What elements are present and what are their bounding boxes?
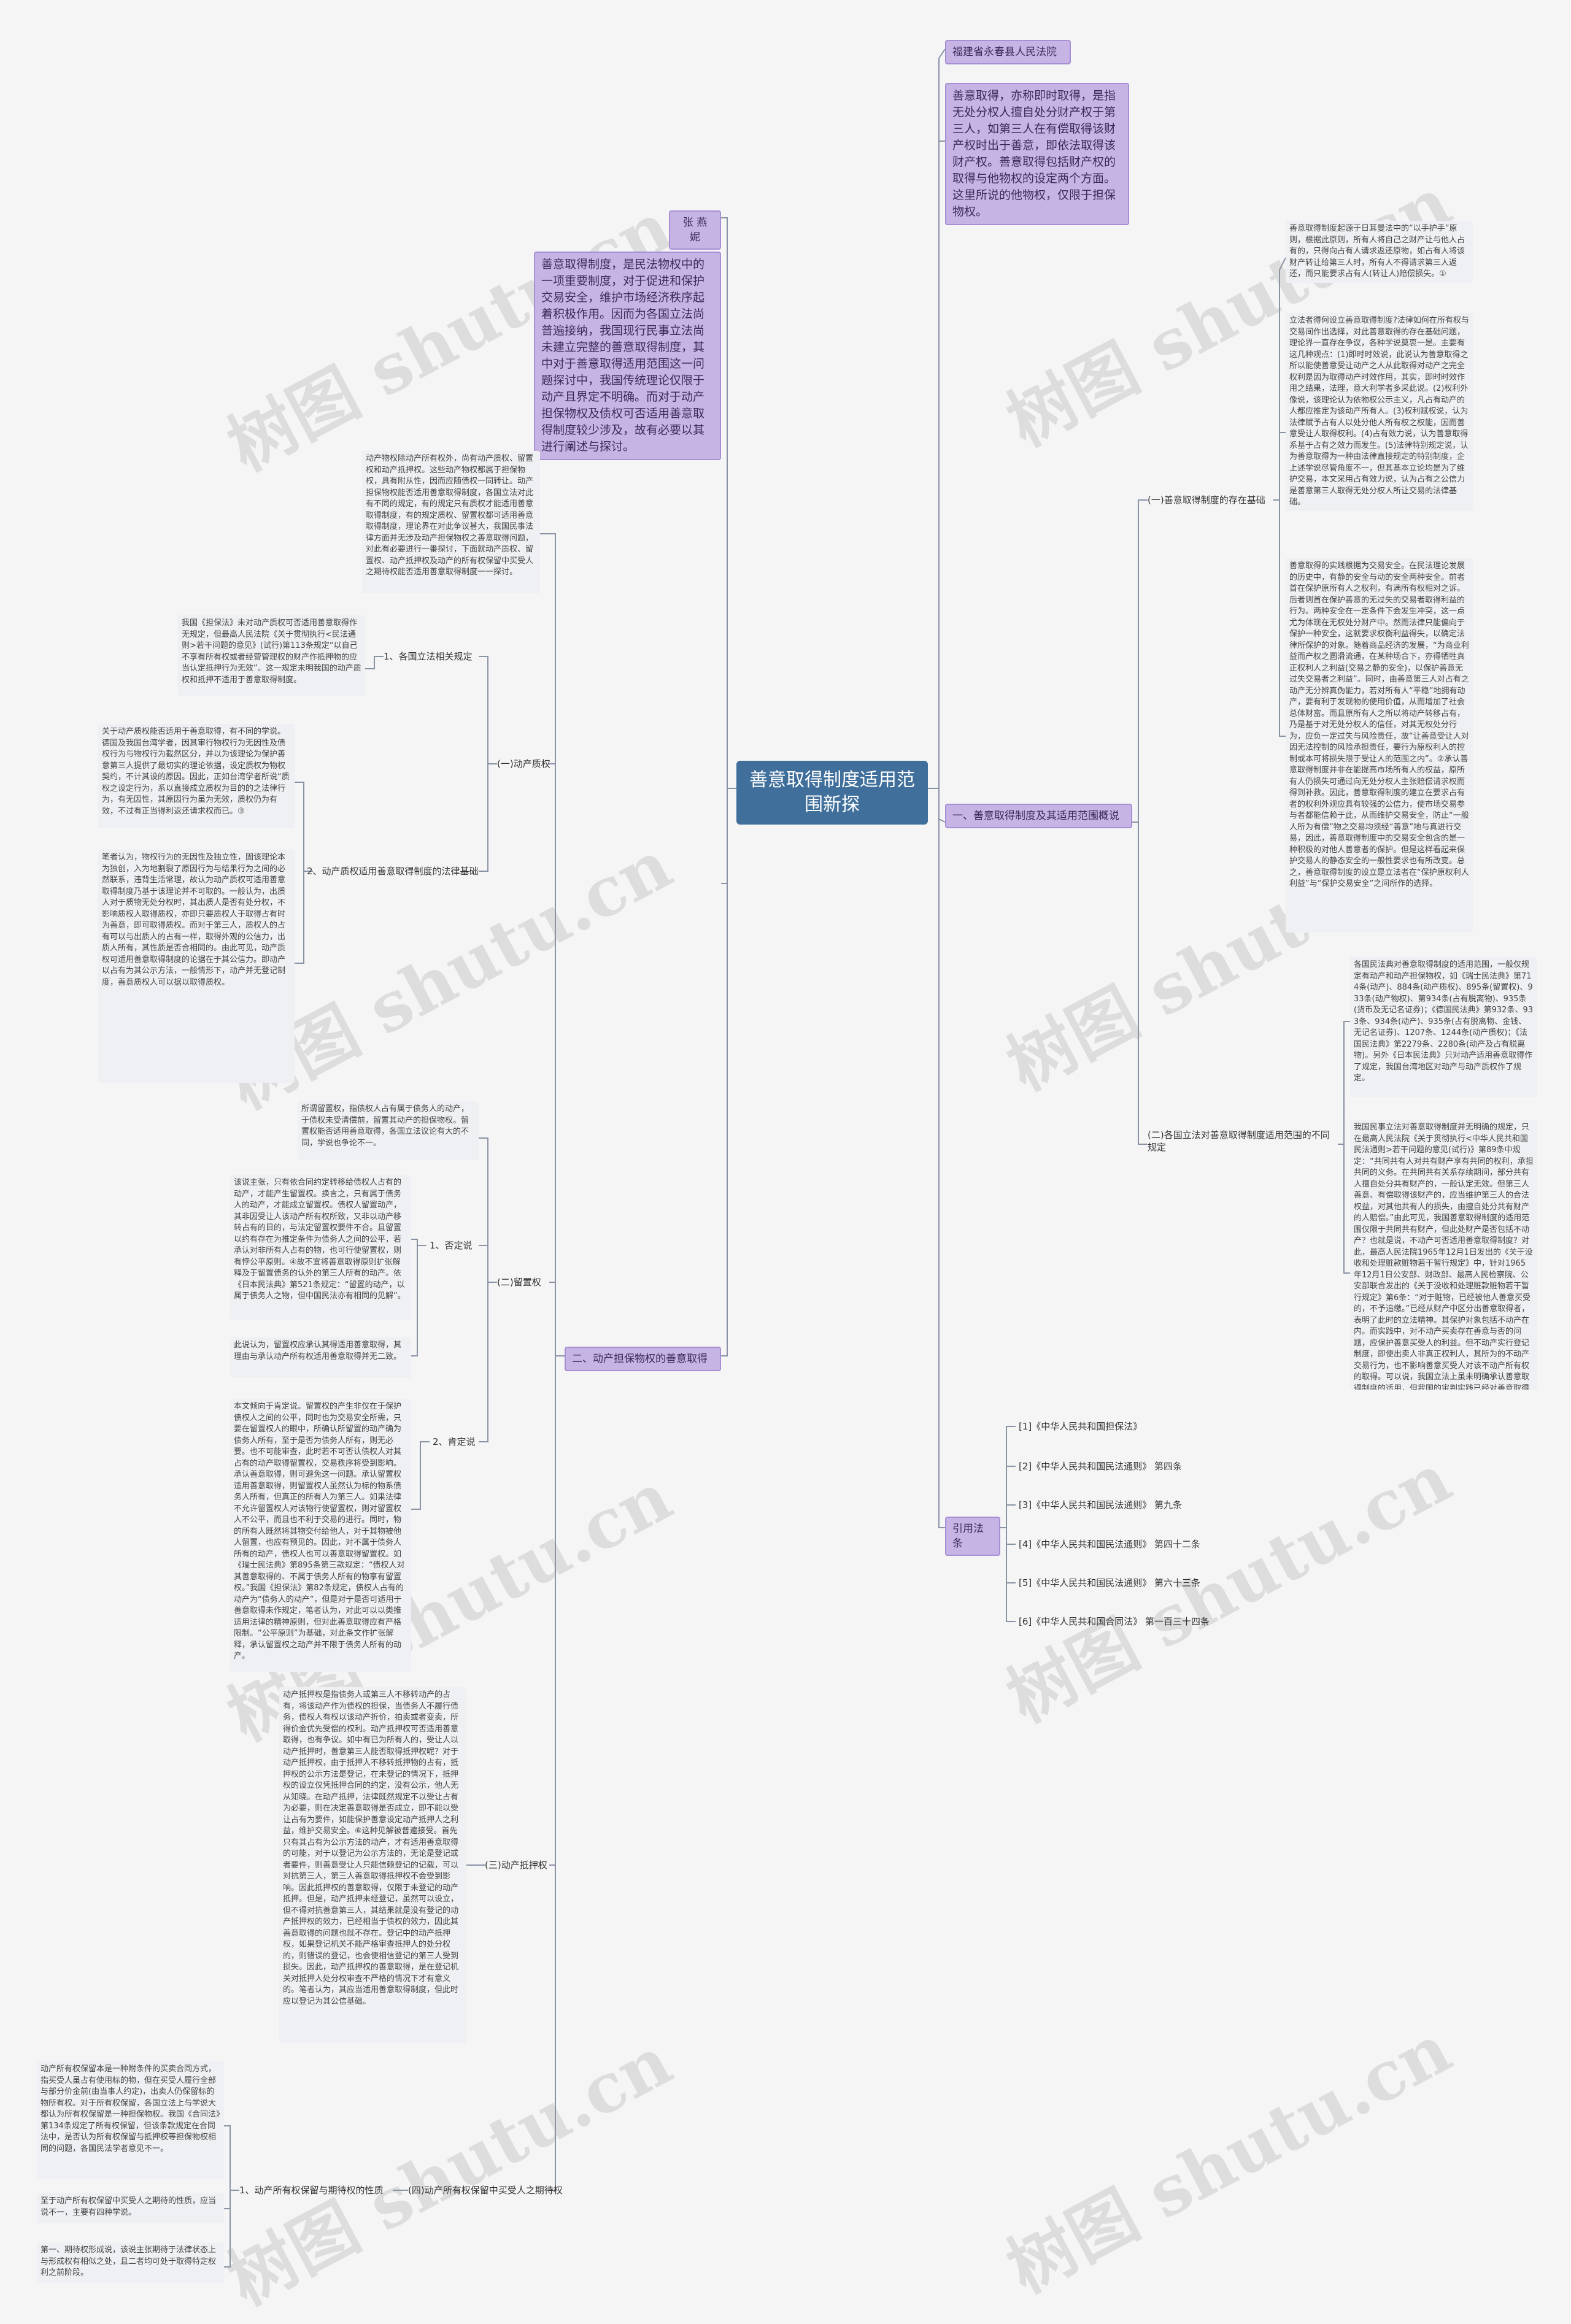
root-topic[interactable]: 善意取得制度适用范围新探 (736, 761, 928, 825)
pledge-sub1-text: 我国《担保法》未对动产质权可否适用善意取得作无规定，但最高人民法院《关于贯彻执行… (178, 615, 365, 696)
section1-sub1-p1: 善意取得制度起源于日耳曼法中的“以手护手”原则，根据此原则，所有人将自己之财产让… (1286, 221, 1473, 283)
section1-sub2-p2: 我国民事立法对善意取得制度并无明确的规定，只在最高人民法院《关于贯彻执行<中华人… (1350, 1120, 1537, 1390)
lien-sub1-text2: 此说认为，留置权应承认其得适用善意取得，其理由与承认动产所有权适用善意取得并无二… (230, 1337, 411, 1378)
pledge-sub2-text2: 笔者认为，物权行为的无因性及独立性，固该理论本为独创，入为地割裂了原因行为与结果… (98, 850, 295, 1083)
section1-sub1-label[interactable]: (一)善意取得制度的存在基础 (1148, 494, 1265, 506)
section2-title[interactable]: 二、动产担保物权的善意取得 (565, 1347, 721, 1371)
pledge-sub2-label[interactable]: 2、动产质权适用善意取得制度的法律基础 (307, 866, 479, 877)
section1-sub2-p1: 各国民法典对善意取得制度的适用范围，一般仅规定有动产和动产担保物权，如《瑞士民法… (1350, 957, 1537, 1097)
abstract-node[interactable]: 善意取得制度，是民法物权中的一项重要制度，对于促进和保护交易安全，维护市场经济秩… (534, 252, 721, 460)
ref-item[interactable]: [2]《中华人民共和国民法通则》 第四条 (1019, 1461, 1183, 1472)
retention-text2: 至于动产所有权保留中买受人之期待的性质，应当说不一，主要有四种学说。 (37, 2193, 224, 2223)
lien-sub2-text: 本文倾向于肯定说。留置权的产生非仅在于保护债权人之间的公平，同时也为交易安全所需… (230, 1399, 411, 1672)
retention-sub-label[interactable]: 1、动产所有权保留与期待权的性质 (239, 2185, 384, 2196)
section1-sub1-p2: 立法者得何设立善意取得制度?法律如何在所有权与交易间作出选择，对此善意取得的存在… (1286, 313, 1473, 511)
section1-sub1-p3: 善意取得的实践根据为交易安全。在民法理论发展的历史中，有静的安全与动的安全两种安… (1286, 558, 1473, 933)
ref-item[interactable]: [5]《中华人民共和国民法通则》 第六十三条 (1019, 1577, 1201, 1588)
definition-node[interactable]: 善意取得，亦称即时取得，是指无处分权人擅自处分财产权于第三人，如第三人在有偿取得… (945, 83, 1129, 225)
lien-sub1-label[interactable]: 1、否定说 (430, 1240, 473, 1251)
section1-title[interactable]: 一、善意取得制度及其适用范围概说 (945, 804, 1132, 828)
mortgage-label[interactable]: (三)动产抵押权 (485, 1860, 547, 1871)
lien-intro: 所谓留置权，指债权人占有属于债务人的动产，于债权未受清偿前，留置其动产的担保物权… (298, 1101, 479, 1160)
retention-text3: 第一、期待权形成说，该说主张期待于法律状态上与形成权有相似之处，且二者均可处于取… (37, 2242, 224, 2283)
mortgage-text: 动产抵押权是指债务人或第三人不移转动产的占有，将该动产作为债权的担保，当债务人不… (279, 1687, 466, 2043)
lien-label[interactable]: (二)留置权 (497, 1277, 541, 1288)
ref-item[interactable]: [4]《中华人民共和国民法通则》 第四十二条 (1019, 1539, 1201, 1550)
retention-label[interactable]: (四)动产所有权保留中买受人之期待权 (408, 2185, 563, 2196)
retention-text1: 动产所有权保留本是一种附条件的买卖合同方式，指买受人虽占有使用标的物，但在买受人… (37, 2061, 224, 2179)
section1-sub2-label[interactable]: (二)各国立法对善意取得制度适用范围的不同规定 (1148, 1129, 1330, 1153)
author-node[interactable]: 张 燕 妮 (669, 210, 721, 250)
lien-sub1-text1: 该说主张，只有依合同约定转移给债权人占有的动产，才能产生留置权。换言之，只有属于… (230, 1175, 411, 1320)
court-node[interactable]: 福建省永春县人民法院 (945, 40, 1071, 64)
lien-sub2-label[interactable]: 2、肯定说 (433, 1436, 476, 1447)
pledge-label[interactable]: (一)动产质权 (497, 758, 550, 769)
ref-item[interactable]: [6]《中华人民共和国合同法》 第一百三十四条 (1019, 1616, 1210, 1627)
pledge-sub1-label[interactable]: 1、各国立法相关规定 (384, 651, 473, 662)
section2-intro: 动产物权除动产所有权外，尚有动产质权、留置权和动产抵押权。这些动产物权都属于担保… (362, 451, 540, 593)
ref-item[interactable]: [1]《中华人民共和国担保法》 (1019, 1421, 1143, 1432)
ref-item[interactable]: [3]《中华人民共和国民法通则》 第九条 (1019, 1499, 1183, 1510)
pledge-sub2-text1: 关于动产质权能否适用于善意取得，有不同的学说。德国及我国台湾学者，因其审行物权行… (98, 724, 295, 828)
refs-label[interactable]: 引用法条 (945, 1517, 1000, 1556)
